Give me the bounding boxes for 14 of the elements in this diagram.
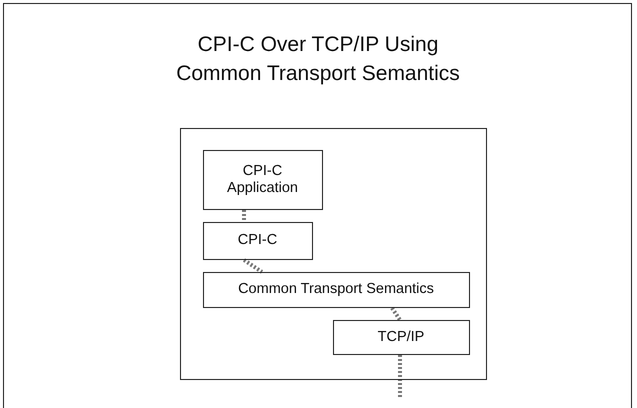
connector-line (242, 210, 246, 222)
layer-label: Common Transport Semantics (238, 281, 434, 298)
layer-label: CPI-C Application (226, 162, 299, 196)
title: CPI-C Over TCP/IP Using Common Transport Semantics (175, 32, 461, 87)
connector-line (390, 306, 402, 322)
layer-box (202, 272, 470, 308)
connector-line (398, 355, 402, 397)
connector-line (242, 258, 264, 274)
layer-box (332, 320, 470, 354)
layer-label: TCP/IP (378, 328, 424, 346)
layer-stack-box (180, 128, 487, 380)
layer-box (202, 150, 322, 210)
layer-box (202, 222, 312, 260)
layer-label: CPI-C (238, 232, 278, 249)
